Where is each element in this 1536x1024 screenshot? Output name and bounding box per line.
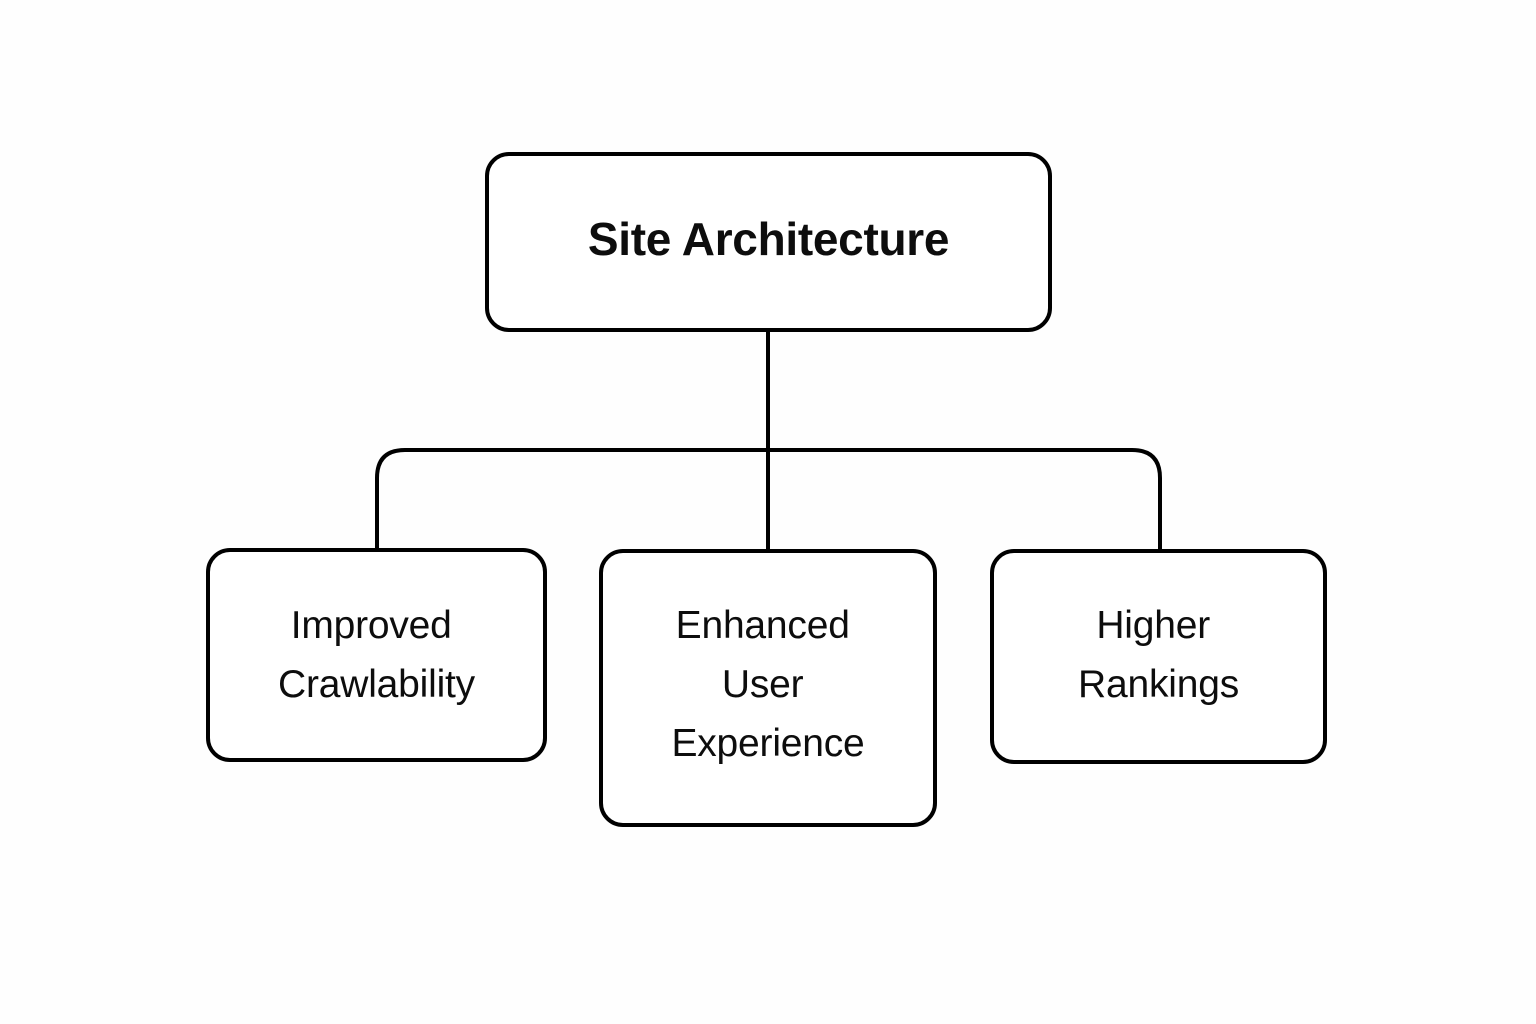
edge-root-to-improved-crawlability: [375, 448, 768, 550]
node-improved-crawlability-line-0: Improved: [291, 604, 452, 647]
node-enhanced-user-experience-line-1: User: [722, 663, 804, 706]
node-higher-rankings-line-0: Higher: [1096, 604, 1210, 647]
edge-root-to-higher-rankings: [768, 448, 1162, 551]
node-improved-crawlability-label: Improved Crawlability: [278, 604, 476, 706]
node-higher-rankings-line-1: Rankings: [1078, 663, 1239, 706]
node-enhanced-user-experience-line-2: Experience: [671, 722, 864, 765]
node-higher-rankings[interactable]: Higher Rankings: [990, 549, 1327, 764]
connector-group: [375, 330, 1162, 551]
node-higher-rankings-label: Higher Rankings: [1078, 604, 1239, 706]
node-enhanced-user-experience[interactable]: Enhanced User Experience: [599, 549, 937, 827]
node-enhanced-user-experience-line-0: Enhanced: [676, 604, 850, 647]
node-improved-crawlability-box[interactable]: [206, 548, 547, 762]
node-improved-crawlability[interactable]: Improved Crawlability: [206, 548, 547, 762]
node-site-architecture-line-0: Site Architecture: [588, 213, 949, 265]
node-improved-crawlability-line-1: Crawlability: [278, 663, 476, 706]
node-higher-rankings-box[interactable]: [990, 549, 1327, 764]
node-enhanced-user-experience-box[interactable]: [599, 549, 937, 827]
node-site-architecture-box[interactable]: [485, 152, 1052, 332]
node-enhanced-user-experience-label: Enhanced User Experience: [671, 604, 864, 765]
node-site-architecture-label: Site Architecture: [588, 213, 949, 265]
node-site-architecture[interactable]: Site Architecture: [485, 152, 1052, 332]
